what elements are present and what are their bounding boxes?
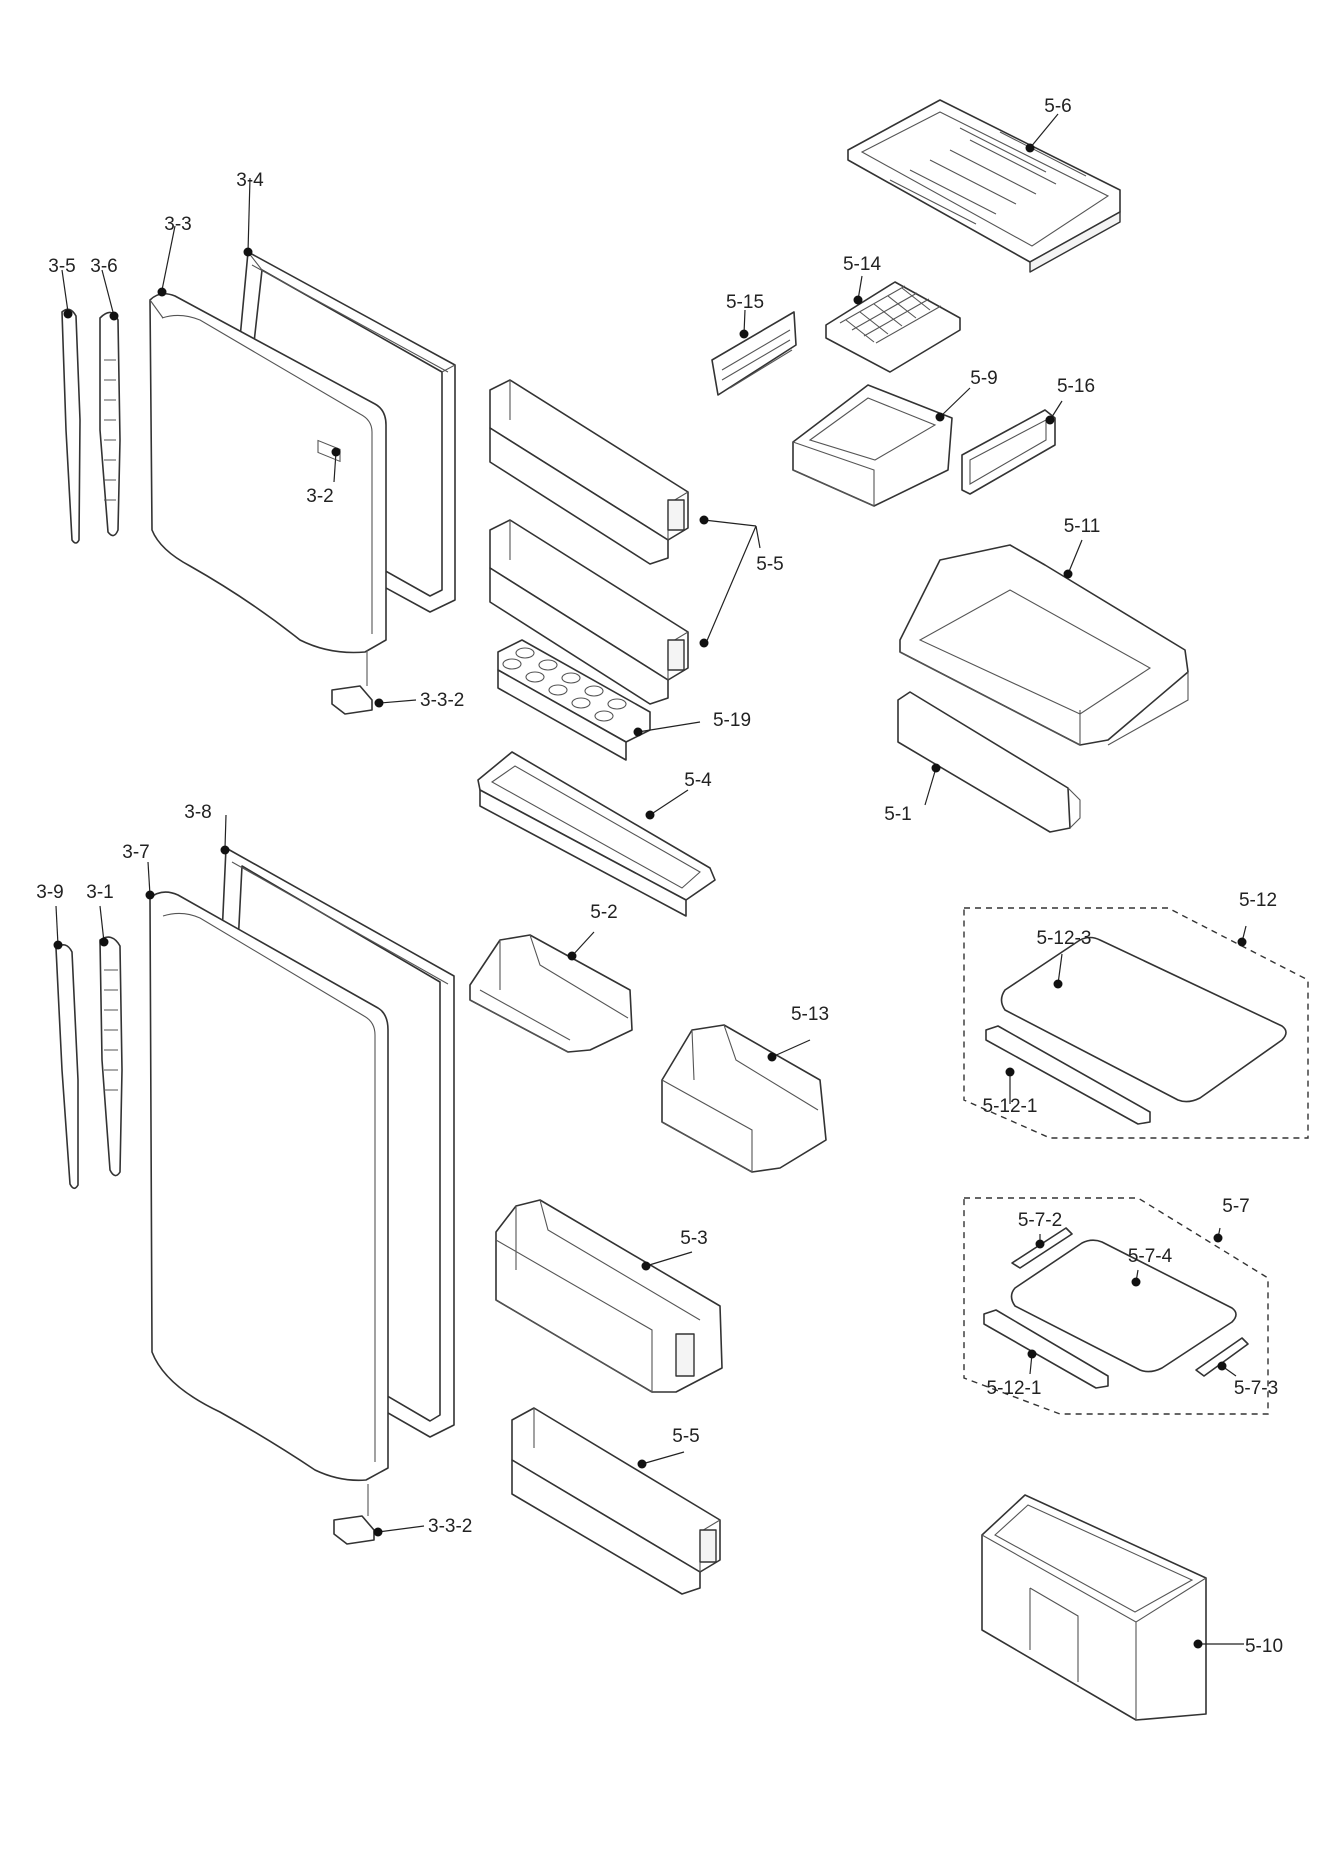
label-5-15: 5-15	[726, 292, 764, 313]
label-3-9: 3-9	[36, 882, 63, 903]
part-5-15-ice-maker-rail	[711, 311, 797, 396]
label-5-16: 5-16	[1057, 376, 1095, 397]
label-5-7-3: 5-7-3	[1234, 1378, 1278, 1399]
label-5-12-1-b: 5-12-1	[987, 1378, 1042, 1399]
label-5-3: 5-3	[680, 1228, 707, 1249]
part-5-12-3-glass-shelf	[1000, 936, 1287, 1103]
label-5-9: 5-9	[970, 368, 997, 389]
part-5-10-vegetable-box	[981, 1494, 1207, 1721]
part-5-5-door-shelf-lower	[511, 1407, 721, 1595]
label-3-3-2-bottom: 3-3-2	[428, 1516, 472, 1537]
label-5-5-top: 5-5	[756, 554, 783, 575]
label-3-2: 3-2	[306, 486, 333, 507]
callout-leaders	[55, 113, 1247, 1645]
label-5-13: 5-13	[791, 1004, 829, 1025]
label-3-4: 3-4	[236, 170, 264, 191]
callout-labels: 3-4 3-3 3-5 3-6 3-2 3-3-2 3-8 3-7 3-9 3-…	[36, 96, 1283, 1657]
part-5-13-door-bin	[661, 1024, 827, 1173]
label-3-8: 3-8	[184, 802, 211, 823]
label-3-3-2-top: 3-3-2	[420, 690, 464, 711]
label-5-4: 5-4	[684, 770, 712, 791]
label-5-7-4: 5-7-4	[1128, 1246, 1173, 1267]
label-5-7-2: 5-7-2	[1018, 1210, 1062, 1231]
label-5-2: 5-2	[590, 902, 617, 923]
label-5-11: 5-11	[1064, 516, 1101, 537]
part-5-2-small-door-bin	[469, 934, 633, 1053]
part-5-14-ice-tray	[825, 281, 961, 373]
label-3-7: 3-7	[122, 842, 149, 863]
part-5-6-freezer-shelf	[847, 99, 1121, 273]
part-5-9-freezer-box	[792, 384, 953, 507]
part-5-12-1-shelf-trim-b	[983, 1309, 1109, 1389]
label-3-3: 3-3	[164, 214, 191, 235]
part-3-7-lower-door-panel	[149, 891, 389, 1482]
part-5-16-freezer-cover	[961, 409, 1056, 495]
callout-dots	[53, 143, 1247, 1649]
label-5-12: 5-12	[1239, 890, 1277, 911]
label-5-1: 5-1	[884, 804, 911, 825]
group-5-7-boundary	[963, 1197, 1269, 1415]
part-3-3-2-lower-hinge-cap	[333, 1484, 375, 1545]
part-5-11-crisper-drawer	[899, 544, 1189, 746]
part-3-5-upper-door-trim	[61, 308, 81, 544]
part-3-9-lower-door-trim	[55, 944, 79, 1190]
label-5-10: 5-10	[1245, 1636, 1283, 1657]
group-5-12-boundary	[963, 907, 1309, 1139]
label-5-6: 5-6	[1044, 96, 1071, 117]
part-5-5-door-shelf-upper-a	[489, 379, 689, 565]
label-3-5: 3-5	[48, 256, 75, 277]
part-5-1-crisper-front	[897, 691, 1081, 833]
label-3-1: 3-1	[86, 882, 113, 903]
part-5-19-egg-tray	[497, 639, 651, 761]
label-3-6: 3-6	[90, 256, 117, 277]
part-5-5-door-shelf-upper-b	[489, 519, 689, 705]
part-3-6-upper-door-trim-rail	[99, 311, 121, 537]
part-5-3-bottle-bin	[495, 1199, 723, 1393]
label-5-19: 5-19	[713, 710, 751, 731]
label-5-5-bottom: 5-5	[672, 1426, 699, 1447]
part-3-3-upper-door-panel	[149, 292, 387, 654]
part-3-3-2-upper-hinge-cap	[331, 650, 373, 715]
label-5-14: 5-14	[843, 254, 881, 275]
part-5-7-3-shelf-bracket	[1195, 1337, 1249, 1377]
part-3-1-lower-door-trim-rail	[99, 936, 123, 1177]
part-5-4-door-shelf-tray	[477, 751, 716, 917]
part-5-7-4-glass-shelf	[1010, 1239, 1237, 1373]
label-5-7: 5-7	[1222, 1196, 1249, 1217]
part-5-12-1-shelf-trim-a	[985, 1025, 1151, 1125]
label-5-12-1-a: 5-12-1	[983, 1096, 1038, 1117]
label-5-12-3: 5-12-3	[1037, 928, 1092, 949]
